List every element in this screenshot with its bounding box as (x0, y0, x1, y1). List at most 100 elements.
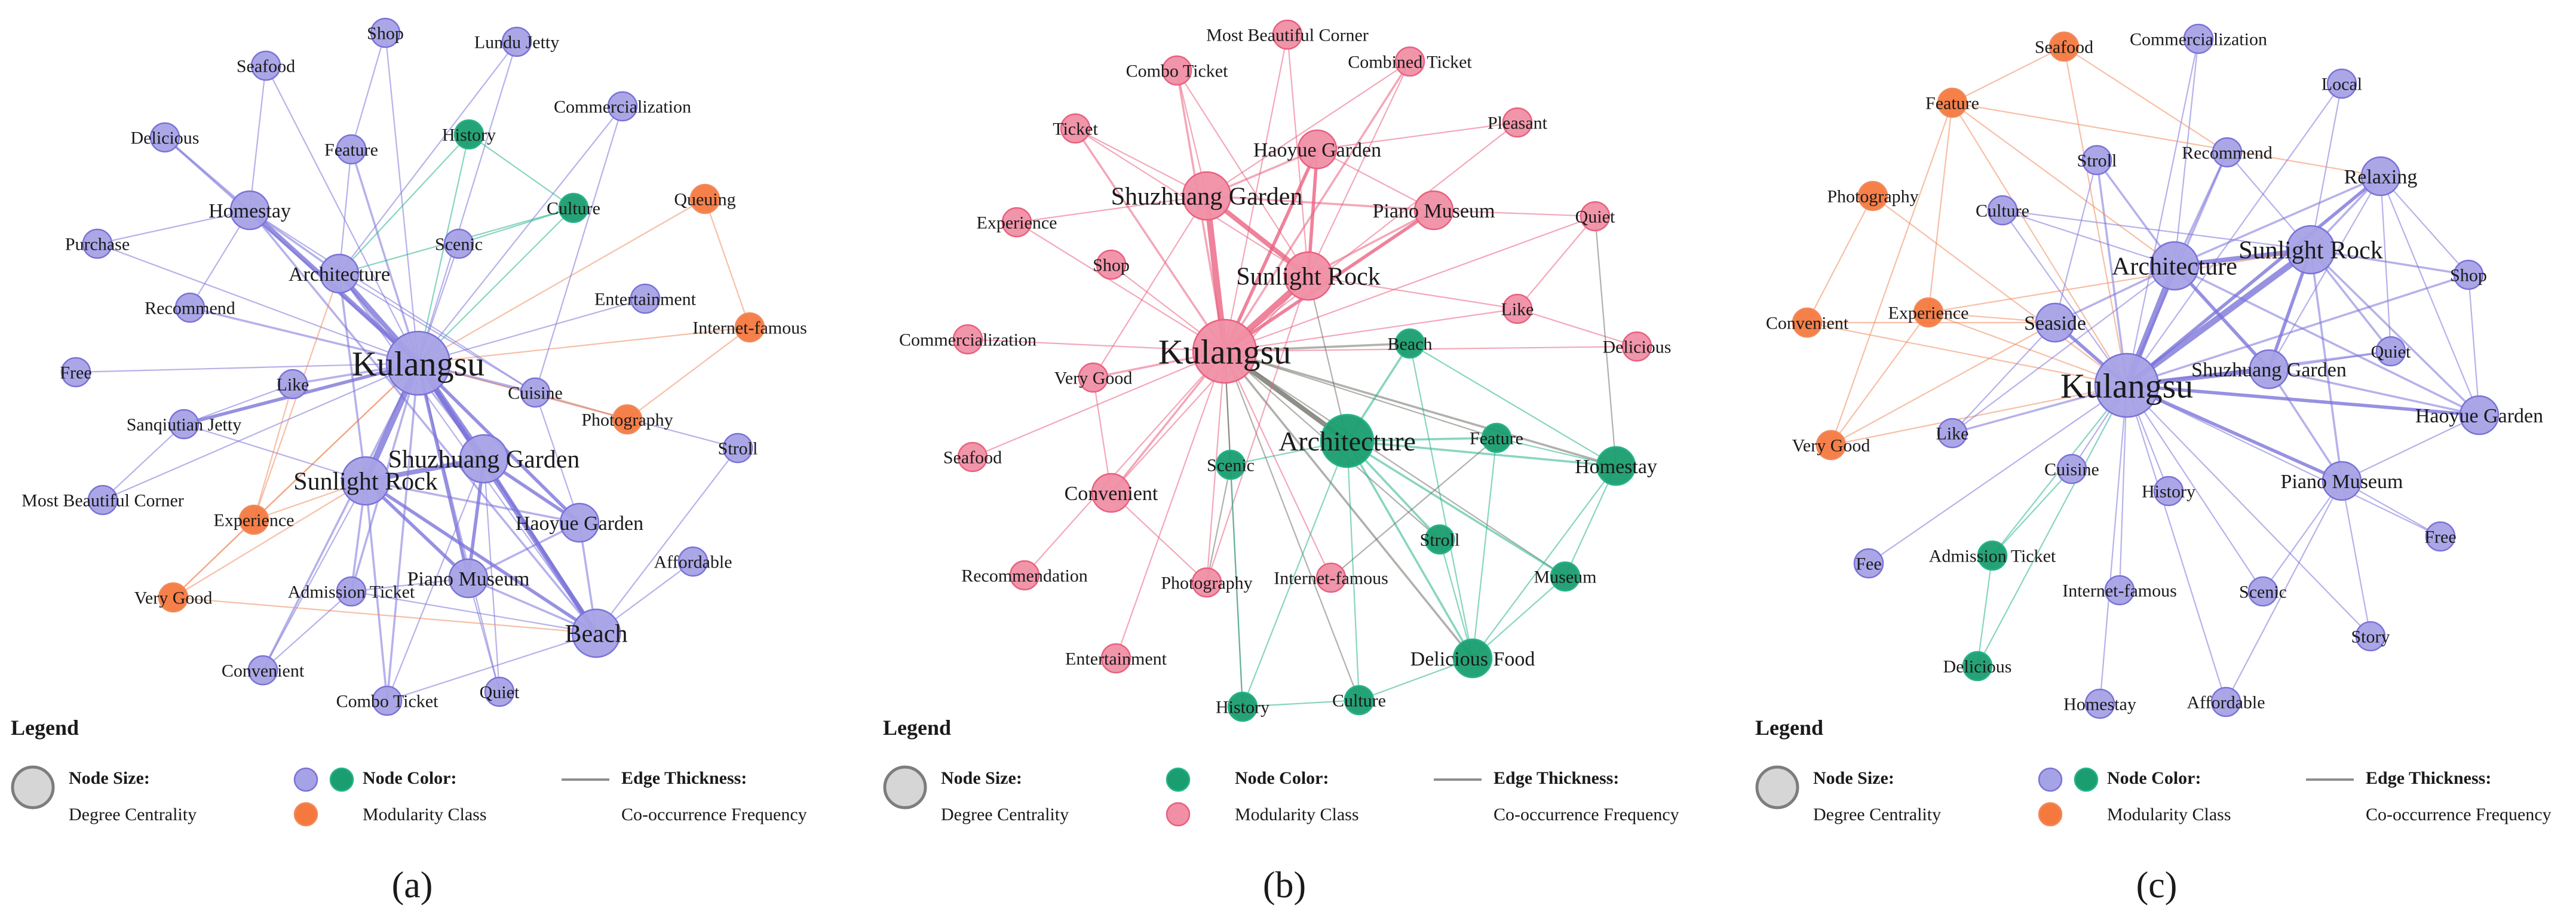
node-experience (238, 504, 269, 535)
node-label-kulangsu: Kulangsu (1158, 332, 1291, 371)
node-pleasant (1502, 107, 1533, 138)
node-label-shop: Shop (1093, 256, 1130, 275)
node-shop (370, 17, 401, 48)
edge-beach-homestay (249, 209, 597, 634)
node-label-experience: Experience (977, 213, 1057, 233)
node-admission-ticket (336, 576, 367, 607)
node-fee (1853, 548, 1884, 579)
node-photography (1857, 180, 1888, 211)
legend-node-color-desc: Modularity Class (1235, 805, 1359, 824)
edge-seaside-stroll (2054, 159, 2098, 324)
node-label-shop: Shop (2450, 266, 2487, 286)
edge-homestay-cuisine (249, 209, 536, 394)
legend-node-size-desc: Degree Centrality (69, 805, 197, 824)
edge-piano-museum-quiet (1433, 209, 1596, 217)
node-free (2425, 521, 2456, 552)
edge-haoyue-garden-piano-museum (2341, 414, 2480, 482)
node-label-haoyue-garden: Haoyue Garden (1253, 139, 1381, 161)
node-very-good (1816, 430, 1847, 461)
node-homestay (1596, 446, 1636, 486)
node-label-sanqiutian-jetty: Sanqiutian Jetty (127, 415, 241, 435)
edge-beach-combo-ticket (386, 632, 597, 702)
node-feature (1481, 422, 1512, 453)
node-recommend (2212, 137, 2243, 168)
legend-node-size-title: Node Size: (941, 768, 1022, 788)
edge-shuzhuang-garden-beach (482, 457, 598, 635)
node-label-quiet: Quiet (2371, 342, 2411, 362)
edge-kulangsu-quiet (1223, 215, 1596, 352)
edge-kulangsu-experience (1927, 311, 2128, 387)
edge-kulangsu-most-beautiful-corner (102, 362, 419, 501)
node-label-recommend: Recommend (145, 299, 235, 318)
edge-shuzhuang-garden-piano-museum (2268, 368, 2343, 482)
node-label-commercialization: Commercialization (899, 330, 1036, 350)
node-recommendation (1009, 560, 1040, 591)
legend-swatch-orange (293, 802, 318, 827)
node-like (1502, 293, 1533, 324)
edge-kulangsu-homestay (1223, 350, 1617, 467)
node-recommend (174, 292, 206, 323)
node-purchase (82, 228, 113, 259)
node-scenic (1215, 449, 1246, 480)
node-lundu-jetty (501, 26, 532, 57)
edge-kulangsu-haoyue-garden (1223, 148, 1319, 353)
edge-very-good-seaside (1830, 321, 2056, 446)
node-homestay (2084, 688, 2115, 719)
edge-kulangsu-affordable (2126, 384, 2227, 703)
edge-architecture-museum (1346, 440, 1566, 578)
node-label-convenient: Convenient (222, 661, 305, 681)
node-label-very-good: Very Good (1792, 436, 1870, 456)
edge-shuzhuang-garden-combo-ticket (386, 458, 485, 702)
edge-internet-famous-photography (626, 326, 751, 421)
edge-kulangsu-homestay (2099, 384, 2128, 705)
edge-history-scenic (1229, 464, 1244, 708)
legend-node-size-title: Node Size: (1813, 768, 1894, 788)
node-seafood (957, 441, 988, 473)
legend-node-size-desc: Degree Centrality (941, 805, 1069, 824)
edge-haoyue-garden-pleasant (1316, 121, 1519, 151)
edge-admission-ticket-delicious (1976, 554, 1994, 667)
node-affordable (2210, 686, 2241, 717)
legend-node-size-desc: Degree Centrality (1813, 805, 1941, 824)
edge-kulangsu-delicious (1223, 345, 1638, 352)
node-very-good (158, 582, 189, 613)
node-label-shuzhuang-garden: Shuzhuang Garden (2191, 359, 2347, 381)
edge-sunlight-rock-combined-ticket (1307, 60, 1411, 277)
edge-kulangsu-combined-ticket (1223, 60, 1411, 352)
edge-kulangsu-entertainment (1115, 350, 1226, 660)
node-label-purchase: Purchase (65, 235, 130, 254)
edge-kulangsu-recommend (189, 306, 419, 364)
node-internet-famous (1315, 562, 1347, 593)
edge-kulangsu-story (2126, 384, 2372, 637)
edge-sunlight-rock-convenient (1110, 275, 1310, 494)
legend-swatch-orange (2038, 802, 2063, 827)
node-label-internet-famous: Internet-famous (692, 318, 807, 338)
edge-sunlight-rock-combo-ticket (1176, 69, 1310, 277)
node-label-kulangsu: Kulangsu (2060, 366, 2193, 405)
node-label-pleasant: Pleasant (1488, 114, 1548, 133)
legend-edge-desc: Co-occurrence Frequency (1494, 805, 1679, 824)
edge-stroll-delicious-food (1439, 538, 1474, 660)
edge-history-culture (1241, 699, 1360, 708)
node-affordable (677, 546, 709, 577)
node-label-haoyue-garden: Haoyue Garden (516, 513, 643, 535)
node-delicious-food (1452, 638, 1493, 679)
node-label-delicious-food: Delicious Food (1410, 648, 1535, 670)
edge-architecture-relaxing (2173, 175, 2382, 267)
node-cuisine (2056, 453, 2087, 484)
node-seaside (2035, 302, 2075, 343)
edge-sunlight-rock-very-good (172, 480, 367, 599)
node-queuing (689, 183, 720, 214)
legend-swatch-purple (2038, 767, 2063, 792)
node-label-photography: Photography (1827, 187, 1918, 207)
node-label-feature: Feature (1925, 94, 1979, 114)
node-label-admission-ticket: Admission Ticket (1929, 547, 2056, 566)
edge-kulangsu-history (417, 133, 470, 364)
edge-shuzhuang-garden-haoyue-garden (2268, 368, 2480, 416)
edge-feature-relaxing (1951, 102, 2382, 177)
node-label-queuing: Queuing (674, 190, 735, 210)
edge-seaside-like (1951, 321, 2056, 434)
